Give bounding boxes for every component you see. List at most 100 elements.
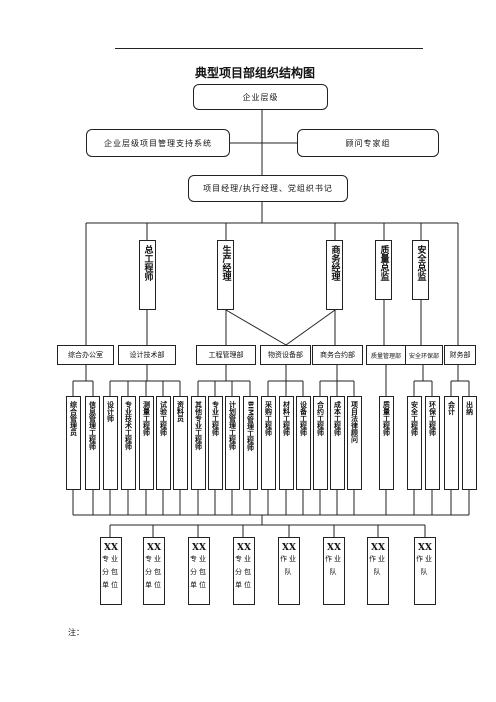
position-box: 信息管理工程师 <box>85 396 100 490</box>
unit-box: XX 专业 分包 单位 <box>233 537 255 605</box>
unit-word: 作业 <box>369 555 387 563</box>
position-label: 出纳 <box>465 401 474 415</box>
support-system-label: 企业层级项目管理支持系统 <box>104 138 212 148</box>
unit-word: 队 <box>420 568 430 576</box>
unit-word: 队 <box>373 568 383 576</box>
unit-code: XX <box>418 543 432 553</box>
unit-box: XX 作业 队 <box>323 537 345 605</box>
position-box: 综合管理员 <box>66 396 81 490</box>
unit-word: 作业 <box>416 555 434 563</box>
position-box: 采购工程师 <box>261 396 276 490</box>
position-box: 专业工程师 <box>208 396 223 490</box>
position-label: 试验工程师 <box>159 401 168 436</box>
advisors-box: 顾问专家组 <box>297 129 439 157</box>
unit-code: XX <box>237 543 251 553</box>
position-label: 计划管理工程师 <box>228 401 237 450</box>
chart-title: 典型项目部组织结构图 <box>194 66 315 80</box>
position-label: 安全工程师 <box>410 401 419 436</box>
dept-label: 财务部 <box>449 351 471 359</box>
position-label: 信息管理工程师 <box>88 401 97 450</box>
footnote: 注： <box>68 628 84 637</box>
unit-word: 单位 <box>102 581 120 589</box>
unit-code: XX <box>327 543 341 553</box>
dept-engineering: 工程管理部 <box>196 345 256 365</box>
position-label: 采购工程师 <box>264 401 273 436</box>
unit-word: 单位 <box>145 581 163 589</box>
dept-general-office: 综合办公室 <box>57 345 114 365</box>
unit-box: XX 作业 队 <box>278 537 300 605</box>
position-label: 设备工程师 <box>299 401 308 436</box>
header-rule <box>115 48 423 49</box>
unit-word: 作业 <box>280 555 298 563</box>
position-box: 合约工程师 <box>313 396 328 490</box>
position-label: 专业技术工程师 <box>124 401 133 450</box>
unit-word: 分包 <box>190 568 208 576</box>
unit-code: XX <box>104 543 118 553</box>
unit-code: XX <box>371 543 385 553</box>
position-box: 设计师 <box>103 396 118 490</box>
unit-box: XX 专业 分包 单位 <box>143 537 165 605</box>
position-label: 材料工程师 <box>282 401 291 436</box>
enterprise-box: 企业层级 <box>193 84 328 110</box>
position-box: 质量工程师 <box>379 396 394 490</box>
dept-safety: 安全环保部 <box>405 345 443 365</box>
position-box: 安全工程师 <box>407 396 422 490</box>
unit-word: 专业 <box>235 555 253 563</box>
project-manager-label: 项目经理/执行经理、党组织书记 <box>203 184 333 193</box>
position-box: 试验工程师 <box>156 396 171 490</box>
dept-commercial: 商务合约部 <box>312 345 363 365</box>
production-manager-label: 生产经理 <box>220 245 231 281</box>
unit-code: XX <box>282 543 296 553</box>
position-label: BIM管理工程师 <box>246 401 255 451</box>
quality-director-label: 质量总监 <box>378 245 389 281</box>
position-box: 材料工程师 <box>279 396 294 490</box>
dept-materials: 物资设备部 <box>260 345 311 365</box>
unit-word: 单位 <box>235 581 253 589</box>
advisors-label: 顾问专家组 <box>345 138 391 148</box>
unit-word: 单位 <box>190 581 208 589</box>
safety-director-box: 安全总监 <box>412 240 429 300</box>
position-box: 出纳 <box>462 396 477 490</box>
commercial-manager-box: 商务经理 <box>326 240 343 310</box>
position-label: 其他专业工程师 <box>194 401 203 450</box>
position-box: 测量工程师 <box>139 396 154 490</box>
position-box: 专业技术工程师 <box>121 396 136 490</box>
position-label: 测量工程师 <box>142 401 151 436</box>
unit-box: XX 专业 分包 单位 <box>188 537 210 605</box>
chief-engineer-box: 总工程师 <box>139 240 156 310</box>
commercial-manager-label: 商务经理 <box>329 245 340 281</box>
dept-label: 安全环保部 <box>408 352 439 360</box>
unit-word: 队 <box>329 568 339 576</box>
position-label: 资料员 <box>176 401 185 422</box>
dept-quality: 质量管理部 <box>366 345 406 365</box>
support-system-box: 企业层级项目管理支持系统 <box>86 129 230 157</box>
position-box: 成本工程师 <box>330 396 345 490</box>
unit-code: XX <box>147 543 161 553</box>
position-box: 资料员 <box>173 396 188 490</box>
position-box: 环保工程师 <box>425 396 440 490</box>
unit-word: 专业 <box>102 555 120 563</box>
dept-label: 质量管理部 <box>370 352 401 360</box>
position-label: 质量工程师 <box>382 401 391 436</box>
unit-box: XX 专业 分包 单位 <box>100 537 122 605</box>
production-manager-box: 生产经理 <box>217 240 234 310</box>
position-label: 合约工程师 <box>316 401 325 436</box>
chief-engineer-label: 总工程师 <box>142 245 153 281</box>
dept-label: 综合办公室 <box>68 351 103 359</box>
enterprise-label: 企业层级 <box>242 92 279 102</box>
unit-word: 队 <box>284 568 294 576</box>
quality-director-box: 质量总监 <box>375 240 392 300</box>
unit-word: 专业 <box>145 555 163 563</box>
dept-label: 工程管理部 <box>208 351 244 359</box>
unit-word: 分包 <box>235 568 253 576</box>
position-label: 会计 <box>447 401 456 415</box>
unit-code: XX <box>192 543 206 553</box>
unit-word: 作业 <box>325 555 343 563</box>
unit-word: 分包 <box>102 568 120 576</box>
position-label: 项目法律顾问 <box>350 401 359 443</box>
unit-box: XX 作业 队 <box>367 537 389 605</box>
position-label: 环保工程师 <box>428 401 437 436</box>
position-box: 会计 <box>444 396 459 490</box>
dept-label: 商务合约部 <box>320 351 355 359</box>
